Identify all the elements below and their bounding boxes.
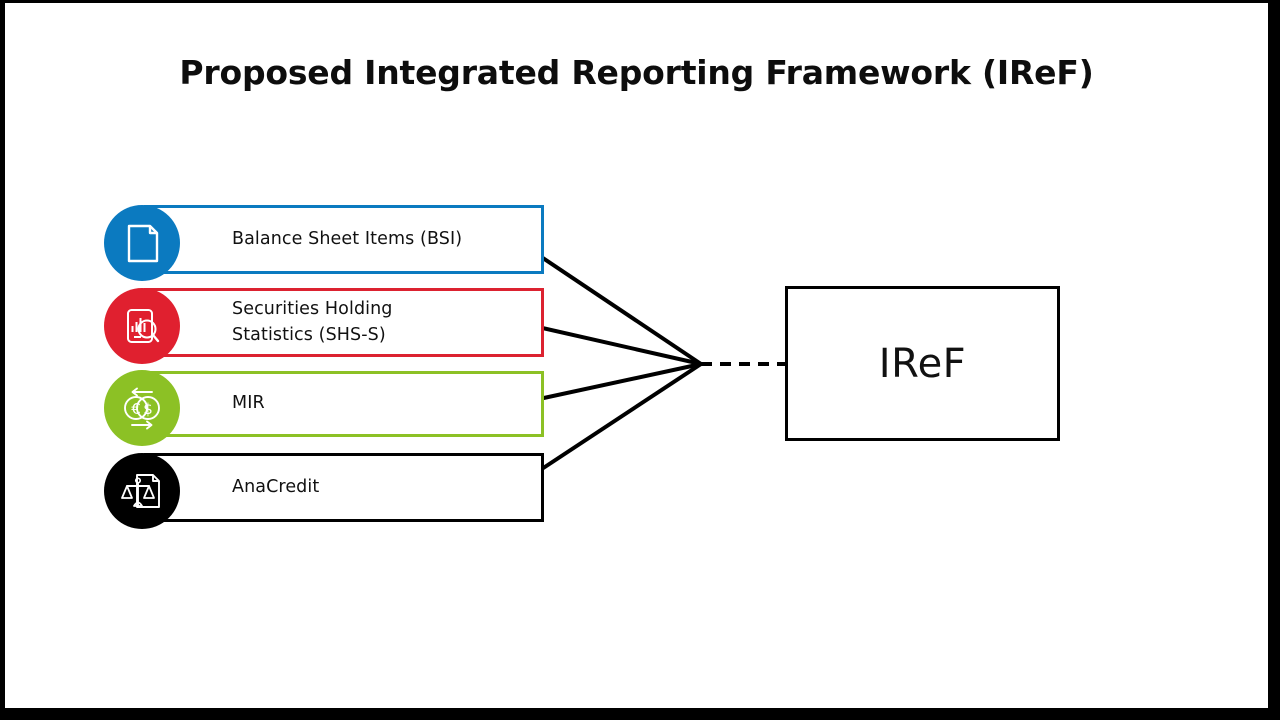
slide-canvas: Proposed Integrated Reporting Framework … xyxy=(5,3,1268,708)
svg-text:€: € xyxy=(131,400,141,418)
source-box-bsi[interactable]: Balance Sheet Items (BSI) xyxy=(144,205,544,274)
source-box-mir[interactable]: MIR xyxy=(144,371,544,437)
source-label-anacredit: AnaCredit xyxy=(232,476,320,497)
document-icon xyxy=(104,205,180,281)
currency-exchange-icon: € $ xyxy=(104,370,180,446)
source-label-shs: Securities Holding Statistics (SHS-S) xyxy=(232,299,393,345)
page-title: Proposed Integrated Reporting Framework … xyxy=(179,53,1094,92)
securities-analysis-icon xyxy=(104,288,180,364)
connector-junction-to-iref xyxy=(701,358,797,370)
source-box-shs[interactable]: Securities Holding Statistics (SHS-S) xyxy=(144,288,544,357)
source-label-mir: MIR xyxy=(232,393,265,414)
legal-scales-document-icon xyxy=(104,453,180,529)
svg-text:$: $ xyxy=(143,400,153,418)
source-label-bsi: Balance Sheet Items (BSI) xyxy=(232,228,463,249)
target-label: IReF xyxy=(878,340,967,387)
target-box-iref[interactable]: IReF xyxy=(785,286,1060,441)
source-box-anacredit[interactable]: AnaCredit xyxy=(144,453,544,522)
